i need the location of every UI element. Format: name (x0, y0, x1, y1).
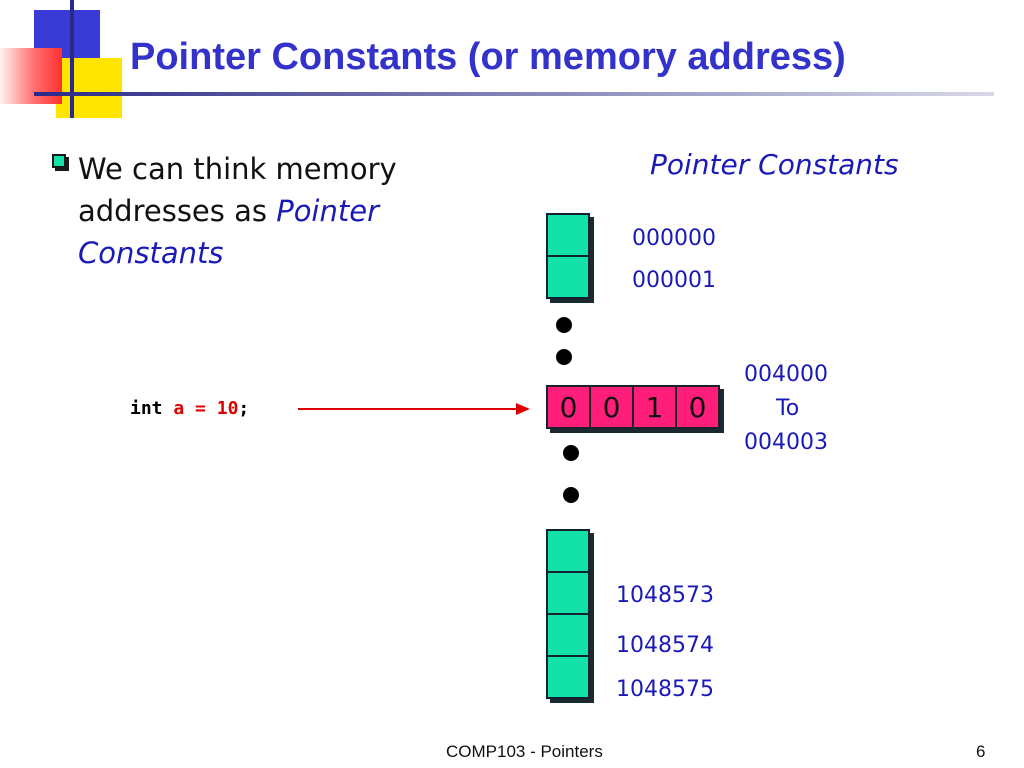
bullet-text-emphasis: Pointer Constants (78, 194, 380, 270)
memory-cells-top (546, 213, 590, 299)
footer-course: COMP103 - Pointers (446, 742, 603, 761)
code-equals: = (195, 398, 206, 419)
address-label: 000000 (632, 226, 716, 251)
byte-cell: 0 (590, 386, 633, 428)
code-variable: a (173, 398, 185, 419)
int-memory-bytes: 0 0 1 0 (546, 385, 720, 429)
title-underline (34, 92, 994, 96)
bullet-icon (52, 154, 66, 168)
ellipsis-dot (556, 349, 572, 365)
bullet-text: We can think memory addresses as Pointer… (78, 148, 438, 274)
code-value: 10 (216, 398, 239, 419)
address-label: 000001 (632, 268, 716, 293)
address-label: 1048575 (616, 677, 714, 702)
arrow-head-icon (516, 403, 530, 415)
byte-cell: 0 (547, 386, 590, 428)
memory-cell (547, 530, 589, 572)
address-range-start: 004000 (744, 362, 828, 387)
logo-block-yellow (56, 58, 122, 118)
logo-vertical-line (70, 0, 74, 118)
code-declaration: int a = 10; (130, 398, 249, 419)
footer-page-number: 6 (976, 742, 986, 761)
bullet-text-plain: We can think memory addresses as (78, 152, 397, 228)
memory-cells-bottom (546, 529, 590, 699)
memory-cell (547, 614, 589, 656)
address-range-to: To (776, 396, 800, 421)
memory-cell (547, 214, 589, 256)
code-semicolon: ; (238, 398, 250, 419)
diagram-title: Pointer Constants (650, 148, 899, 181)
code-type: int (130, 398, 163, 419)
memory-cell (547, 572, 589, 614)
arrow-line (298, 408, 518, 410)
byte-cell: 1 (633, 386, 676, 428)
address-label: 1048573 (616, 583, 714, 608)
memory-cell (547, 656, 589, 698)
ellipsis-dot (556, 317, 572, 333)
byte-cell: 0 (676, 386, 719, 428)
ellipsis-dot (563, 487, 579, 503)
ellipsis-dot (563, 445, 579, 461)
address-range-end: 004003 (744, 430, 828, 455)
slide-title: Pointer Constants (or memory address) (130, 36, 846, 78)
address-label: 1048574 (616, 633, 714, 658)
memory-cell (547, 256, 589, 298)
